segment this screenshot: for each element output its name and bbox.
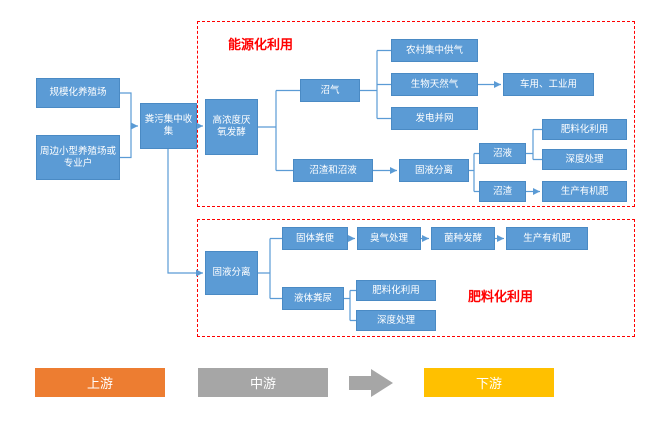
section-label-energy: 能源化利用 — [228, 38, 294, 53]
node-odor-treatment: 臭气处理 — [357, 227, 421, 250]
node-liquid-manure: 液体粪尿 — [282, 287, 344, 310]
node-liquid-deep-treatment: 深度处理 — [356, 310, 436, 331]
node-slurry: 沼液 — [479, 143, 526, 164]
node-slurry-fertilizer-use: 肥料化利用 — [542, 119, 627, 140]
connector-farm-small-to-collection — [120, 126, 132, 159]
node-vehicle-industrial: 车用、工业用 — [503, 73, 594, 96]
node-organic-fertilizer: 生产有机肥 — [506, 227, 588, 250]
node-rural-gas: 农村集中供气 — [391, 39, 478, 62]
node-residue-slurry: 沼渣和沼液 — [293, 159, 373, 182]
node-slurry-deep-treatment: 深度处理 — [542, 149, 627, 170]
node-farm-large: 规模化养殖场 — [36, 78, 120, 108]
node-fermentation: 高浓度厌氧发酵 — [205, 99, 258, 155]
section-energy-utilization — [197, 21, 635, 207]
node-residue-organic-fertilizer: 生产有机肥 — [542, 181, 627, 202]
node-solid-manure: 固体粪便 — [282, 227, 348, 250]
node-collection: 粪污集中收集 — [140, 103, 197, 149]
legend-upstream: 上游 — [35, 368, 165, 397]
node-farm-small: 周边小型养殖场或专业户 — [36, 135, 120, 180]
legend-midstream: 中游 — [198, 368, 328, 397]
node-power-grid: 发电并网 — [391, 107, 478, 130]
node-residue: 沼渣 — [479, 181, 526, 202]
node-separation-energy: 固液分离 — [399, 159, 469, 182]
legend-downstream: 下游 — [424, 368, 554, 397]
node-liquid-fertilizer-use: 肥料化利用 — [356, 280, 436, 301]
section-fertilizer-utilization — [197, 219, 635, 337]
node-biogas: 沼气 — [300, 79, 360, 102]
flow-arrow-icon — [349, 369, 393, 397]
node-strain-fermentation: 菌种发酵 — [431, 227, 495, 250]
node-bio-natural-gas: 生物天然气 — [391, 73, 478, 96]
node-separation-fertilizer: 固液分离 — [205, 251, 258, 295]
section-label-fertilizer: 肥料化利用 — [468, 290, 534, 305]
connector-farm-large-to-collection — [120, 92, 138, 130]
